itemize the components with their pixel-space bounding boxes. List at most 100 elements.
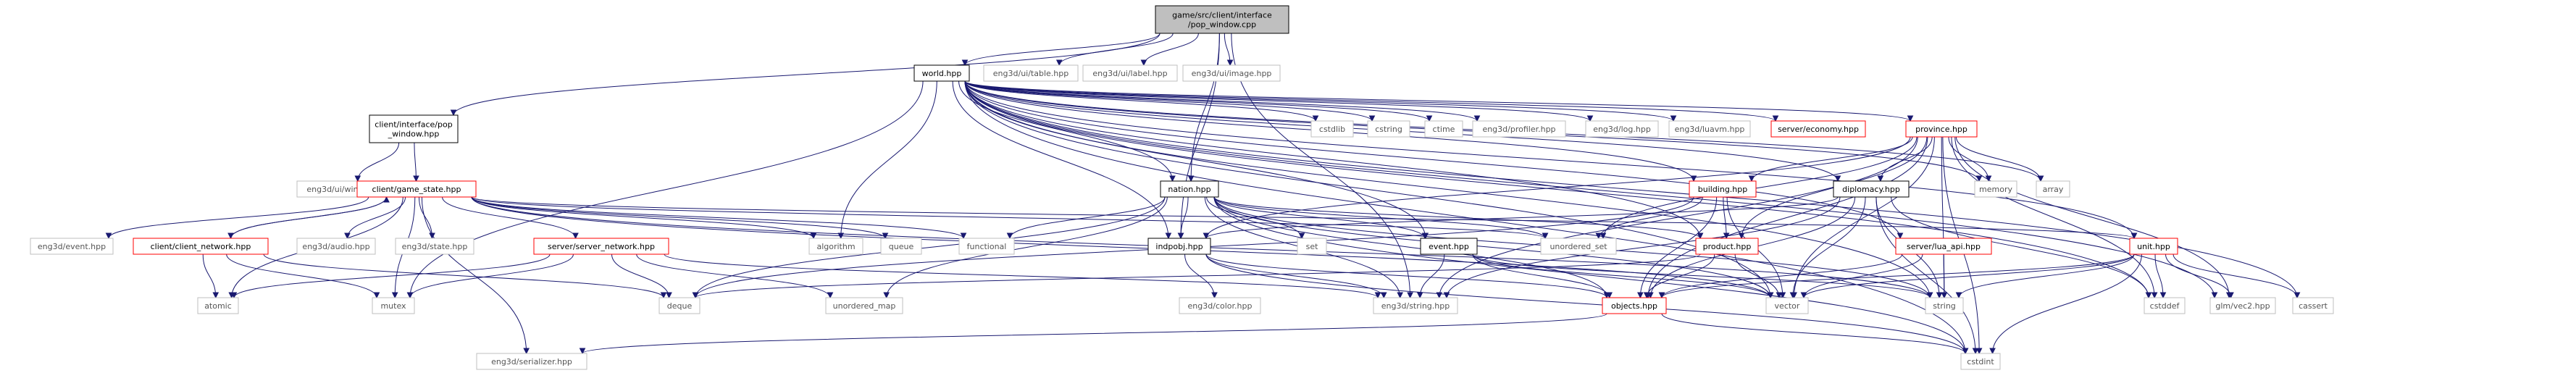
node-eng3d-ui-label-hpp[interactable]: eng3d/ui/label.hpp <box>1082 64 1178 82</box>
node-deque[interactable]: deque <box>658 297 701 314</box>
dependency-arrow-building-hpp-to-objects-hpp <box>1637 196 1718 299</box>
node-client-interface-pop-window-hpp[interactable]: client/interface/pop_window.hpp <box>369 114 459 143</box>
dependency-arrow-province-hpp-to-building-hpp <box>1748 136 1913 183</box>
node-eng3d-color-hpp[interactable]: eng3d/color.hpp <box>1179 297 1261 314</box>
node-box <box>1765 297 1809 314</box>
node-nation-hpp[interactable]: nation.hpp <box>1160 180 1219 198</box>
node-cassert[interactable]: cassert <box>2292 297 2334 314</box>
node-functional[interactable]: functional <box>958 238 1015 255</box>
node-box <box>372 297 415 314</box>
node-unordered-set[interactable]: unordered_set <box>1540 238 1617 255</box>
dependency-arrow-server-server-network-to-eng3d-string <box>664 253 1381 299</box>
node-box <box>1147 238 1211 255</box>
node-box <box>2036 180 2070 198</box>
node-cstdint[interactable]: cstdint <box>1960 353 2001 370</box>
node-cstdlib[interactable]: cstdlib <box>1310 120 1354 138</box>
node-label: diplomacy.hpp <box>1842 185 1900 194</box>
node-label: memory <box>1979 185 2012 194</box>
dependency-arrow-client-game-state-to-eng3d-audio <box>344 196 406 240</box>
node-label: glm/vec2.hpp <box>2215 301 2270 311</box>
dependency-arrow-objects-hpp-to-eng3d-serializer <box>579 313 1607 355</box>
node-server-economy-hpp[interactable]: server/economy.hpp <box>1770 120 1866 138</box>
node-game-src-client-interface-pop-window-cpp[interactable]: game/src/client/interface/pop_window.cpp <box>1155 5 1289 34</box>
node-server-server-network-hpp[interactable]: server/server_network.hpp <box>533 238 669 255</box>
node-box <box>369 114 459 143</box>
dependency-arrow-unit-hpp-to-cstdint <box>1989 253 2142 355</box>
node-diplomacy-hpp[interactable]: diplomacy.hpp <box>1833 180 1910 198</box>
node-label: array <box>2043 185 2064 194</box>
node-cstring[interactable]: cstring <box>1367 120 1410 138</box>
dependency-arrow-client-game-state-to-functional <box>471 196 967 240</box>
dependency-arrow-unit-hpp-to-string <box>1955 253 2135 299</box>
node-mutex[interactable]: mutex <box>372 297 415 314</box>
node-eng3d-profiler-hpp[interactable]: eng3d/profiler.hpp <box>1472 120 1566 138</box>
dependency-arrow-province-hpp-to-eng3d-string <box>1436 136 1918 299</box>
node-label: server/server_network.hpp <box>548 242 655 251</box>
node-eng3d-string-hpp[interactable]: eng3d/string.hpp <box>1373 297 1458 314</box>
node-atomic[interactable]: atomic <box>197 297 239 314</box>
node-eng3d-luavm-hpp[interactable]: eng3d/luavm.hpp <box>1668 120 1751 138</box>
node-box <box>476 353 587 370</box>
node-unordered-map[interactable]: unordered_map <box>825 297 903 314</box>
node-queue[interactable]: queue <box>880 238 922 255</box>
dependency-arrow-province-hpp-to-array <box>1955 136 2044 183</box>
node-eng3d-event-hpp[interactable]: eng3d/event.hpp <box>30 238 114 255</box>
node-cstddef[interactable]: cstddef <box>2144 297 2186 314</box>
dependency-arrow-pop-window-cpp-to-eng3d-ui-image <box>1224 33 1234 67</box>
node-eng3d-state-hpp[interactable]: eng3d/state.hpp <box>395 238 474 255</box>
node-eng3d-ui-table-hpp[interactable]: eng3d/ui/table.hpp <box>983 64 1079 82</box>
node-building-hpp[interactable]: building.hpp <box>1689 180 1757 198</box>
node-box <box>2144 297 2186 314</box>
dependency-arrow-diplomacy-hpp-to-cstddef <box>1891 196 2152 299</box>
node-label: eng3d/color.hpp <box>1188 301 1253 311</box>
dependency-arrow-province-hpp-to-memory <box>1948 136 1992 183</box>
node-box <box>958 238 1015 255</box>
node-set[interactable]: set <box>1297 238 1327 255</box>
node-box <box>1974 180 2017 198</box>
node-box <box>1689 180 1757 198</box>
node-client-client-network-hpp[interactable]: client/client_network.hpp <box>133 238 269 255</box>
node-box <box>913 64 970 82</box>
node-string[interactable]: string <box>1925 297 1964 314</box>
node-label: algorithm <box>816 242 855 251</box>
dependency-arrow-client-client-network-to-deque <box>263 253 667 299</box>
node-client-game-state-hpp[interactable]: client/game_state.hpp <box>356 180 477 198</box>
node-algorithm[interactable]: algorithm <box>808 238 863 255</box>
node-eng3d-serializer-hpp[interactable]: eng3d/serializer.hpp <box>476 353 587 370</box>
node-eng3d-ui-image-hpp[interactable]: eng3d/ui/image.hpp <box>1182 64 1281 82</box>
dependency-arrow-diplomacy-hpp-to-cstdint <box>1875 196 1979 355</box>
node-glm-vec2-hpp[interactable]: glm/vec2.hpp <box>2209 297 2276 314</box>
node-memory[interactable]: memory <box>1974 180 2017 198</box>
node-label: eng3d/ui/image.hpp <box>1192 69 1272 78</box>
node-label: eng3d/log.hpp <box>1593 125 1651 134</box>
node-eng3d-audio-hpp[interactable]: eng3d/audio.hpp <box>296 238 376 255</box>
node-label: objects.hpp <box>1611 301 1657 311</box>
dependency-arrow-diplomacy-hpp-to-eng3d-string <box>1443 196 1841 299</box>
node-label: set <box>1306 242 1318 251</box>
node-objects-hpp[interactable]: objects.hpp <box>1602 297 1667 314</box>
node-label: eng3d/luavm.hpp <box>1675 125 1745 134</box>
dependency-arrow-pop-window-cpp-to-eng3d-ui-label <box>1140 33 1199 67</box>
node-label: eng3d/audio.hpp <box>302 242 369 251</box>
dependency-arrow-province-hpp-to-diplomacy-hpp <box>1877 136 1933 183</box>
node-server-lua-api-hpp[interactable]: server/lua_api.hpp <box>1895 238 1992 255</box>
node-indpobj-hpp[interactable]: indpobj.hpp <box>1147 238 1211 255</box>
node-box <box>1770 120 1866 138</box>
node-event-hpp[interactable]: event.hpp <box>1420 238 1478 255</box>
node-vector[interactable]: vector <box>1765 297 1809 314</box>
node-label: client/client_network.hpp <box>151 242 251 251</box>
dependency-arrow-world-hpp-to-ctime <box>964 80 1433 122</box>
node-array[interactable]: array <box>2036 180 2070 198</box>
dependency-arrow-client-pop-window-hpp-to-client-game-state <box>413 142 419 183</box>
node-province-hpp[interactable]: province.hpp <box>1905 120 1978 138</box>
node-ctime[interactable]: ctime <box>1424 120 1463 138</box>
node-label: indpobj.hpp <box>1155 242 1203 251</box>
dependency-arrow-unit-hpp-to-cassert <box>2173 253 2301 299</box>
node-unit-hpp[interactable]: unit.hpp <box>2129 238 2178 255</box>
node-box <box>197 297 239 314</box>
node-world-hpp[interactable]: world.hpp <box>913 64 970 82</box>
node-label: _window.hpp <box>388 130 440 139</box>
node-product-hpp[interactable]: product.hpp <box>1695 238 1759 255</box>
node-eng3d-log-hpp[interactable]: eng3d/log.hpp <box>1585 120 1659 138</box>
node-box <box>1424 120 1463 138</box>
